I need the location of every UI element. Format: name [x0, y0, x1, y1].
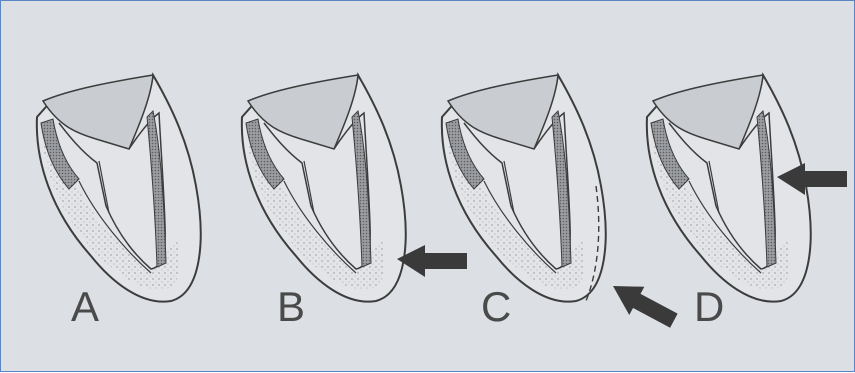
panel-label-b: B — [277, 283, 305, 330]
panel-label-c: C — [481, 283, 511, 330]
tooth-panel-a — [37, 75, 201, 302]
panel-label-a: A — [71, 283, 99, 330]
tooth-panel-d — [647, 75, 811, 302]
arrow-left-icon — [397, 245, 467, 277]
tooth-panel-b — [242, 75, 406, 302]
arrow-left-icon — [605, 274, 682, 335]
panel-label-d: D — [694, 283, 724, 330]
